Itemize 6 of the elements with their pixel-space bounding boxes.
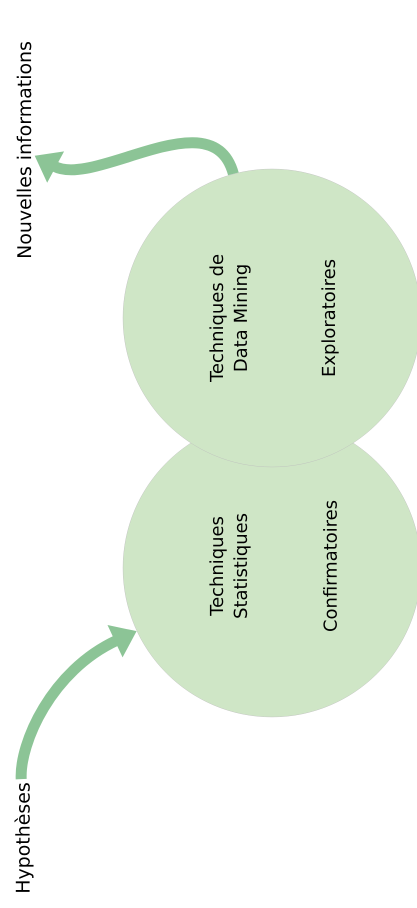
circle-label: Techniques Statistiques bbox=[209, 514, 251, 618]
text-label: Nouvelles informations bbox=[16, 42, 32, 257]
circle-label: Techniques de Data Mining bbox=[209, 254, 251, 382]
circle-label: Exploratoires bbox=[321, 260, 339, 376]
circle-label: Confirmatoires bbox=[323, 500, 337, 631]
text-label: Hypothèses bbox=[14, 783, 34, 892]
